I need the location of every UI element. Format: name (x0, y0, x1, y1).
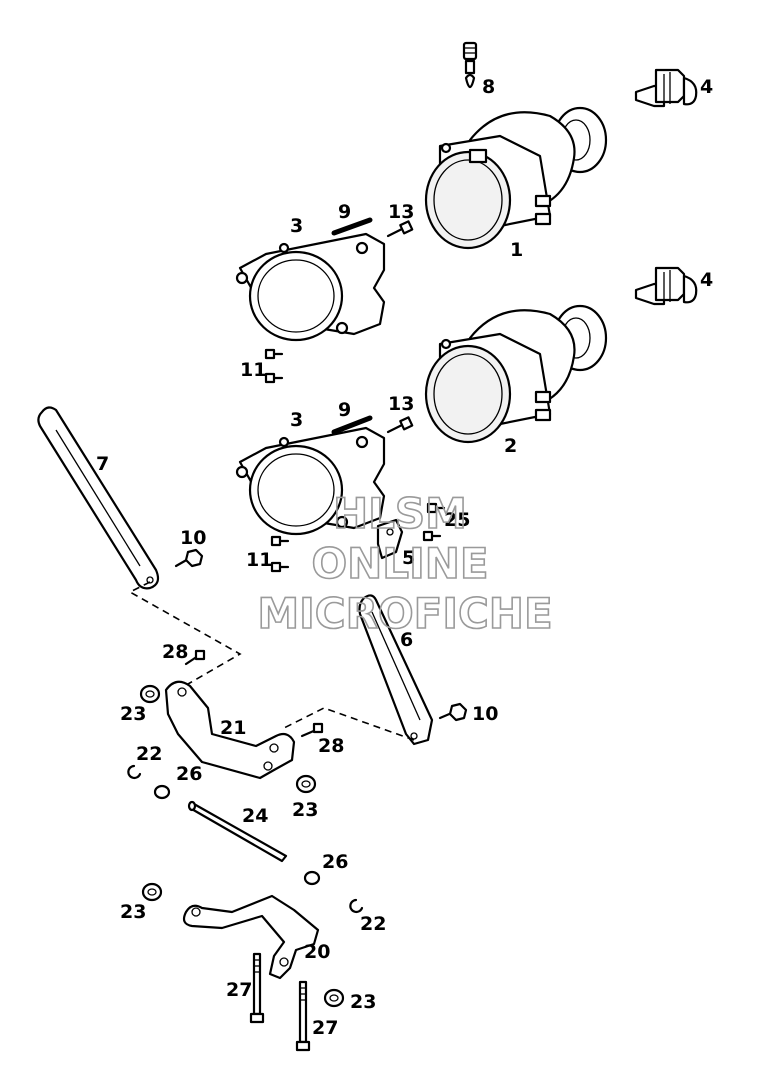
washer-part-26 (153, 784, 321, 886)
label-part-5: 5 (402, 547, 415, 569)
bracket-part-6 (358, 594, 434, 746)
label-part-23-b: 23 (292, 799, 318, 821)
label-part-26-lower: 26 (322, 851, 348, 873)
label-part-11-lower: 11 (246, 549, 272, 571)
assembly-dashed-lines (128, 581, 415, 741)
bolt-part-27 (249, 952, 311, 1052)
mounting-ring-part-3-lower (235, 426, 386, 536)
part-labels: 8 4 1 3 9 13 4 11 3 9 13 2 7 25 10 11 5 … (96, 76, 713, 1039)
label-part-22-upper: 22 (136, 743, 162, 765)
label-part-13-lower: 13 (388, 393, 414, 415)
bracket-part-5 (376, 518, 404, 560)
watermark: HLSM ONLINE MICROFICHE (257, 488, 554, 639)
label-part-23-d: 23 (350, 991, 376, 1013)
screw-part-13-lower (386, 416, 414, 434)
label-part-8: 8 (482, 76, 495, 98)
label-part-10-left: 10 (180, 527, 206, 549)
watermark-line-3: MICROFICHE (257, 589, 552, 638)
label-part-3-upper: 3 (290, 215, 303, 237)
label-part-23-a: 23 (120, 703, 146, 725)
label-part-23-c: 23 (120, 901, 146, 923)
screw-part-11 (264, 348, 290, 573)
rod-part-24 (187, 800, 288, 863)
label-part-4-upper: 4 (700, 76, 713, 98)
small-bulb-part-8 (462, 41, 478, 89)
label-part-21: 21 (220, 717, 246, 739)
bracket-part-21 (164, 680, 296, 780)
label-part-26-upper: 26 (176, 763, 202, 785)
label-part-7: 7 (96, 453, 109, 475)
screw-part-28 (184, 649, 324, 738)
projector-headlight-part-1 (424, 106, 608, 250)
bracket-part-7 (37, 406, 160, 590)
bolt-part-10-right (438, 702, 468, 722)
label-part-24: 24 (242, 805, 268, 827)
label-part-1: 1 (510, 239, 523, 261)
label-part-13-upper: 13 (388, 201, 414, 223)
label-part-27-left: 27 (226, 979, 252, 1001)
label-part-10-right: 10 (472, 703, 498, 725)
label-part-27-right: 27 (312, 1017, 338, 1039)
label-part-9-lower: 9 (338, 399, 351, 421)
screw-part-13-upper (386, 220, 414, 238)
label-part-25: 25 (444, 509, 470, 531)
label-part-4-lower: 4 (700, 269, 713, 291)
label-part-2: 2 (504, 435, 517, 457)
label-part-9-upper: 9 (338, 201, 351, 223)
projector-headlight-part-2 (424, 304, 608, 444)
label-part-20: 20 (304, 941, 330, 963)
watermark-line-2: ONLINE (311, 539, 488, 588)
bolt-part-10-left (174, 548, 204, 568)
pin-part-9-upper (331, 217, 373, 236)
label-part-3-lower: 3 (290, 409, 303, 431)
screw-part-25 (422, 502, 446, 542)
label-part-22-lower: 22 (360, 913, 386, 935)
label-part-28-upper: 28 (162, 641, 188, 663)
label-part-6: 6 (400, 629, 413, 651)
grommet-part-23 (139, 684, 345, 1008)
pin-part-9-lower (331, 415, 373, 435)
watermark-line-1: HLSM (333, 489, 467, 538)
label-part-28-lower: 28 (318, 735, 344, 757)
halogen-bulb-part-4-lower (634, 266, 698, 306)
label-part-11-upper: 11 (240, 359, 266, 381)
bracket-part-20 (182, 894, 320, 980)
halogen-bulb-part-4-upper (634, 68, 698, 108)
clip-part-22 (127, 764, 364, 914)
mounting-ring-part-3-upper (235, 232, 386, 342)
